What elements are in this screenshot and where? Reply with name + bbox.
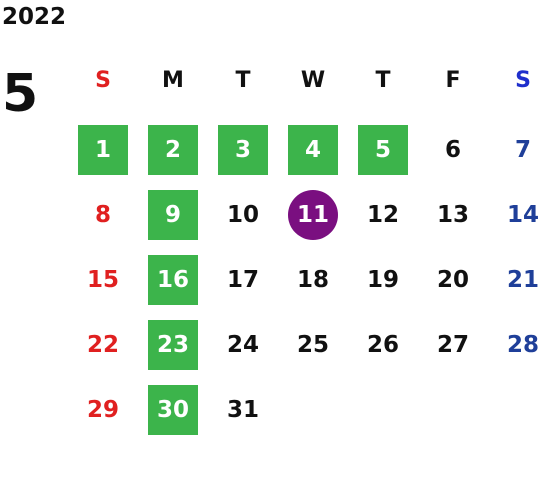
day-cell[interactable]: 15 xyxy=(78,255,128,305)
day-number: 31 xyxy=(226,397,259,423)
day-cell[interactable]: 28 xyxy=(498,320,548,370)
day-cell-holiday[interactable]: 2 xyxy=(148,125,198,175)
day-cell[interactable]: 13 xyxy=(428,190,478,240)
day-number: 12 xyxy=(366,202,399,228)
day-number: 30 xyxy=(156,397,189,423)
day-number: 6 xyxy=(444,137,461,163)
day-number: 21 xyxy=(506,267,539,293)
day-cell-holiday[interactable]: 9 xyxy=(148,190,198,240)
day-number: 23 xyxy=(156,332,189,358)
day-cell[interactable]: 21 xyxy=(498,255,548,305)
day-cell[interactable]: 24 xyxy=(218,320,268,370)
day-number: 17 xyxy=(226,267,259,293)
day-cell-holiday[interactable]: 3 xyxy=(218,125,268,175)
day-cell-holiday[interactable]: 5 xyxy=(358,125,408,175)
day-cell[interactable]: 7 xyxy=(498,125,548,175)
day-number: 20 xyxy=(436,267,469,293)
day-cell-today[interactable]: 11 xyxy=(288,190,338,240)
day-cell-holiday[interactable]: 23 xyxy=(148,320,198,370)
day-number: 29 xyxy=(86,397,119,423)
day-cell[interactable]: 17 xyxy=(218,255,268,305)
day-number: 19 xyxy=(366,267,399,293)
day-cell[interactable]: 19 xyxy=(358,255,408,305)
day-number: 5 xyxy=(374,137,391,163)
day-cell[interactable]: 10 xyxy=(218,190,268,240)
day-number: 16 xyxy=(156,267,189,293)
day-number: 22 xyxy=(86,332,119,358)
weekday-label: T xyxy=(235,68,251,93)
day-number: 11 xyxy=(296,202,329,228)
day-cell-holiday[interactable]: 4 xyxy=(288,125,338,175)
day-number: 27 xyxy=(436,332,469,358)
day-number: 8 xyxy=(94,202,111,228)
day-number: 9 xyxy=(164,202,181,228)
weekday-label: F xyxy=(445,68,461,93)
day-cell[interactable]: 27 xyxy=(428,320,478,370)
day-cell[interactable]: 12 xyxy=(358,190,408,240)
day-number: 10 xyxy=(226,202,259,228)
day-cell[interactable]: 22 xyxy=(78,320,128,370)
day-number: 13 xyxy=(436,202,469,228)
day-number: 25 xyxy=(296,332,329,358)
day-cell-holiday[interactable]: 1 xyxy=(78,125,128,175)
day-cell[interactable]: 29 xyxy=(78,385,128,435)
day-cell[interactable]: 8 xyxy=(78,190,128,240)
day-cell-holiday[interactable]: 16 xyxy=(148,255,198,305)
day-number: 4 xyxy=(304,137,321,163)
month-label: 5 xyxy=(2,64,39,124)
day-number: 14 xyxy=(506,202,539,228)
day-cell[interactable]: 18 xyxy=(288,255,338,305)
weekday-label: T xyxy=(375,68,391,93)
day-cell[interactable]: 20 xyxy=(428,255,478,305)
weekday-label: S xyxy=(515,68,531,93)
day-number: 28 xyxy=(506,332,539,358)
day-cell[interactable]: 26 xyxy=(358,320,408,370)
day-number: 2 xyxy=(164,137,181,163)
weekday-label: S xyxy=(95,68,111,93)
day-number: 24 xyxy=(226,332,259,358)
day-cell[interactable]: 14 xyxy=(498,190,548,240)
day-number: 15 xyxy=(86,267,119,293)
weekday-label: M xyxy=(162,68,184,93)
day-cell-holiday[interactable]: 30 xyxy=(148,385,198,435)
day-number: 26 xyxy=(366,332,399,358)
day-number: 3 xyxy=(234,137,251,163)
day-number: 18 xyxy=(296,267,329,293)
day-number: 7 xyxy=(514,137,531,163)
day-cell[interactable]: 6 xyxy=(428,125,478,175)
weekday-label: W xyxy=(300,68,326,93)
day-cell[interactable]: 31 xyxy=(218,385,268,435)
today-marker xyxy=(288,190,338,240)
year-label: 2022 xyxy=(2,4,67,30)
day-cell[interactable]: 25 xyxy=(288,320,338,370)
day-number: 1 xyxy=(94,137,111,163)
